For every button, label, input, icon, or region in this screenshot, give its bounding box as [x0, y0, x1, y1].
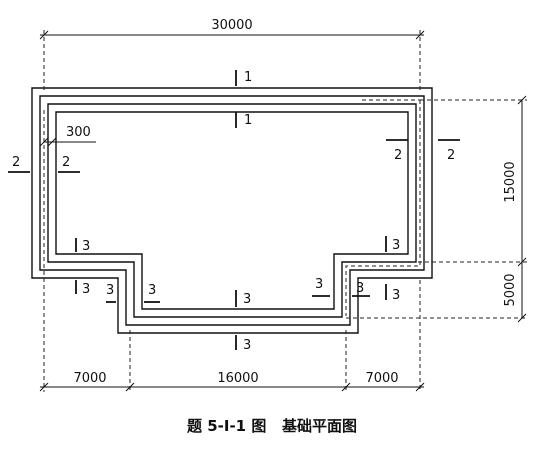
foundation-outlines: [31, 87, 433, 334]
section-1-label-top: 1: [244, 70, 252, 85]
tick: [39, 30, 49, 40]
wall-inner-line: [47, 103, 417, 318]
section-cut-strokes: [8, 70, 460, 350]
dim-lower-depth: 5000: [503, 273, 518, 306]
tick: [39, 137, 49, 147]
wall-outer-line: [39, 95, 425, 326]
figure-caption: 题 5-Ⅰ-1 图 基础平面图: [187, 417, 357, 435]
section-2-label-right-inner: 2: [394, 148, 402, 163]
dim-middle: 16000: [217, 371, 258, 386]
section-1-label-bottom: 1: [244, 113, 252, 128]
section-3-label-left-upper: 3: [82, 239, 90, 254]
footing-inner-edge: [55, 111, 409, 310]
dim-wall-offset: 300: [66, 125, 91, 140]
section-3-label-right-upper: 3: [392, 238, 400, 253]
dashed-axis-lines: [43, 30, 527, 392]
tick: [517, 95, 527, 105]
section-3-label-center-notch: 3: [148, 283, 156, 298]
section-3-label-right-notch-b: 3: [356, 281, 364, 296]
section-3-label-left-lower: 3: [82, 282, 90, 297]
tick: [341, 382, 351, 392]
section-2-label-left-outer: 2: [12, 155, 20, 170]
tick: [517, 313, 527, 323]
dim-right-wing: 7000: [365, 371, 398, 386]
axis-line-right: [345, 100, 421, 316]
section-2-label-left-inner: 2: [62, 155, 70, 170]
section-3-label-right-notch-a: 3: [315, 277, 323, 292]
section-3-label-bottom-upper: 3: [243, 292, 251, 307]
tick: [415, 382, 425, 392]
section-2-label-right-outer: 2: [447, 148, 455, 163]
section-3-label-left-notch: 3: [106, 283, 114, 298]
dim-left-wing: 7000: [73, 371, 106, 386]
dim-upper-depth: 15000: [503, 161, 518, 202]
tick: [415, 30, 425, 40]
section-3-label-right-lower: 3: [392, 288, 400, 303]
dim-overall-width: 30000: [211, 18, 252, 33]
tick: [517, 257, 527, 267]
tick: [39, 382, 49, 392]
tick: [47, 137, 57, 147]
section-3-label-bottom-lower: 3: [243, 338, 251, 353]
dimension-lines: [39, 30, 527, 392]
footing-outer-edge: [31, 87, 433, 334]
tick: [125, 382, 135, 392]
